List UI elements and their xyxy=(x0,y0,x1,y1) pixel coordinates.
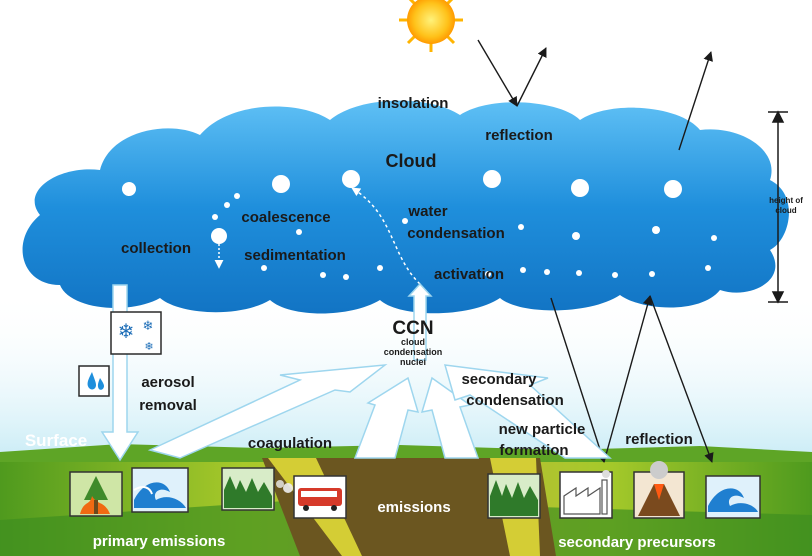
label-ccn-nuclei: nuclei xyxy=(400,357,426,367)
label-insolation: insolation xyxy=(378,95,449,112)
label-secondary: secondary xyxy=(461,371,537,388)
label-ccn-condensation: condensation xyxy=(384,347,443,357)
label-removal: removal xyxy=(139,397,197,414)
radiation-arrows xyxy=(477,39,714,463)
label-activation: activation xyxy=(434,266,504,283)
ocean-wave-icon xyxy=(131,467,189,513)
label-secondary-precursors: secondary precursors xyxy=(558,534,716,551)
diagram-labels: insolation reflection Cloud coalescence … xyxy=(25,95,803,551)
label-aerosol: aerosol xyxy=(141,374,194,391)
label-height-of: height of xyxy=(769,196,803,205)
label-emissions: emissions xyxy=(377,499,450,516)
forest-fire-icon xyxy=(69,471,123,517)
snowflake-icon: ❄ ❄ ❄ xyxy=(110,311,162,355)
label-collection: collection xyxy=(121,240,191,257)
ocean-wave-icon xyxy=(705,475,761,519)
water-drop-icon xyxy=(78,365,110,397)
label-cloud: Cloud xyxy=(386,151,437,171)
factory-icon xyxy=(559,470,613,519)
bus-icon xyxy=(276,475,347,519)
label-surface: Surface xyxy=(25,431,87,450)
aerosol-flow-arrows xyxy=(100,282,612,462)
svg-text:❄: ❄ xyxy=(143,318,154,333)
label-primary-emissions: primary emissions xyxy=(93,533,226,550)
label-new-particle: new particle xyxy=(499,421,586,438)
label-condensation: condensation xyxy=(407,225,505,242)
label-coalescence: coalescence xyxy=(241,209,330,226)
label-height-cloud: cloud xyxy=(775,206,796,215)
sun-icon xyxy=(399,0,463,52)
label-formation: formation xyxy=(499,442,568,459)
label-coagulation: coagulation xyxy=(248,435,332,452)
label-reflection-top: reflection xyxy=(485,127,553,144)
cloud-shape xyxy=(22,100,789,314)
label-water: water xyxy=(407,203,447,220)
forest-icon xyxy=(487,473,541,519)
svg-text:❄: ❄ xyxy=(118,321,135,343)
label-reflection-bottom: reflection xyxy=(625,431,693,448)
forest-icon xyxy=(221,467,275,511)
volcano-icon xyxy=(633,461,685,519)
label-ccn-cloud: cloud xyxy=(401,337,425,347)
label-sedimentation: sedimentation xyxy=(244,247,346,264)
label-secondary-condensation: condensation xyxy=(466,392,564,409)
svg-text:❄: ❄ xyxy=(144,341,153,353)
label-ccn: CCN xyxy=(392,318,433,339)
height-of-cloud-bracket xyxy=(768,110,788,304)
